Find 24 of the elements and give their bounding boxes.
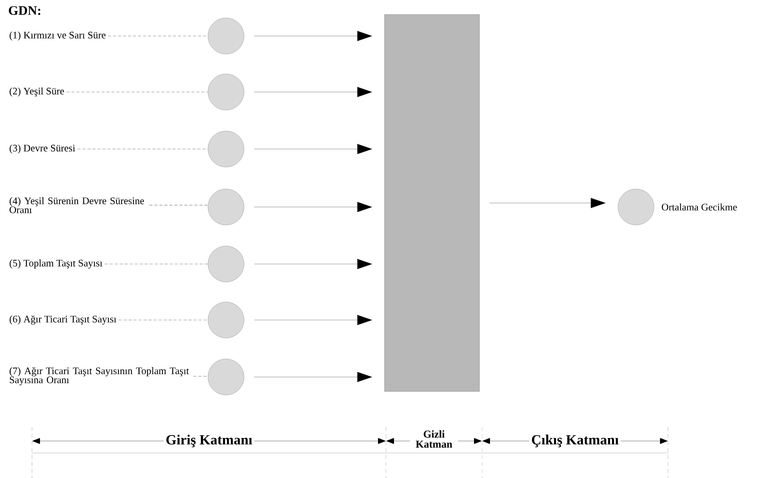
output-label: Ortalama Gecikme <box>662 203 737 210</box>
title: GDN: <box>8 6 40 15</box>
neuron-circle <box>618 188 654 226</box>
layer-label: Çıkış Katmanı <box>532 434 619 448</box>
neuron-circle <box>208 130 244 168</box>
input-label: (2) Yeşil Süre <box>10 87 64 97</box>
input-label: (5) Toplam Taşıt Sayısı <box>10 259 102 269</box>
input-label: (4) Yeşil Sürenin Devre Süresine Oranı <box>10 197 144 214</box>
layer-label: Giriş Katmanı <box>166 434 252 448</box>
hidden-layer-box <box>384 14 480 392</box>
neuron-circle <box>208 188 244 226</box>
leader-line <box>193 376 208 377</box>
neuron-circle <box>208 246 244 282</box>
input-label: (3) Devre Süresi <box>10 144 76 154</box>
input-label: (7) Ağır Ticari Taşıt Sayısının Toplam Taşıt Sayısına Oranı <box>10 367 189 386</box>
neuron-circle <box>208 358 244 396</box>
layer-label: Gizli Katman <box>416 430 452 448</box>
neuron-circle <box>208 18 244 54</box>
input-label: (6) Ağır Ticari Taşıt Sayısı <box>10 315 116 325</box>
input-label: (1) Kırmızı ve Sarı Süre <box>10 31 106 41</box>
leader-line <box>77 148 208 150</box>
leader-line <box>149 204 208 206</box>
neuron-circle <box>208 74 244 110</box>
neuron-circle <box>208 302 244 338</box>
